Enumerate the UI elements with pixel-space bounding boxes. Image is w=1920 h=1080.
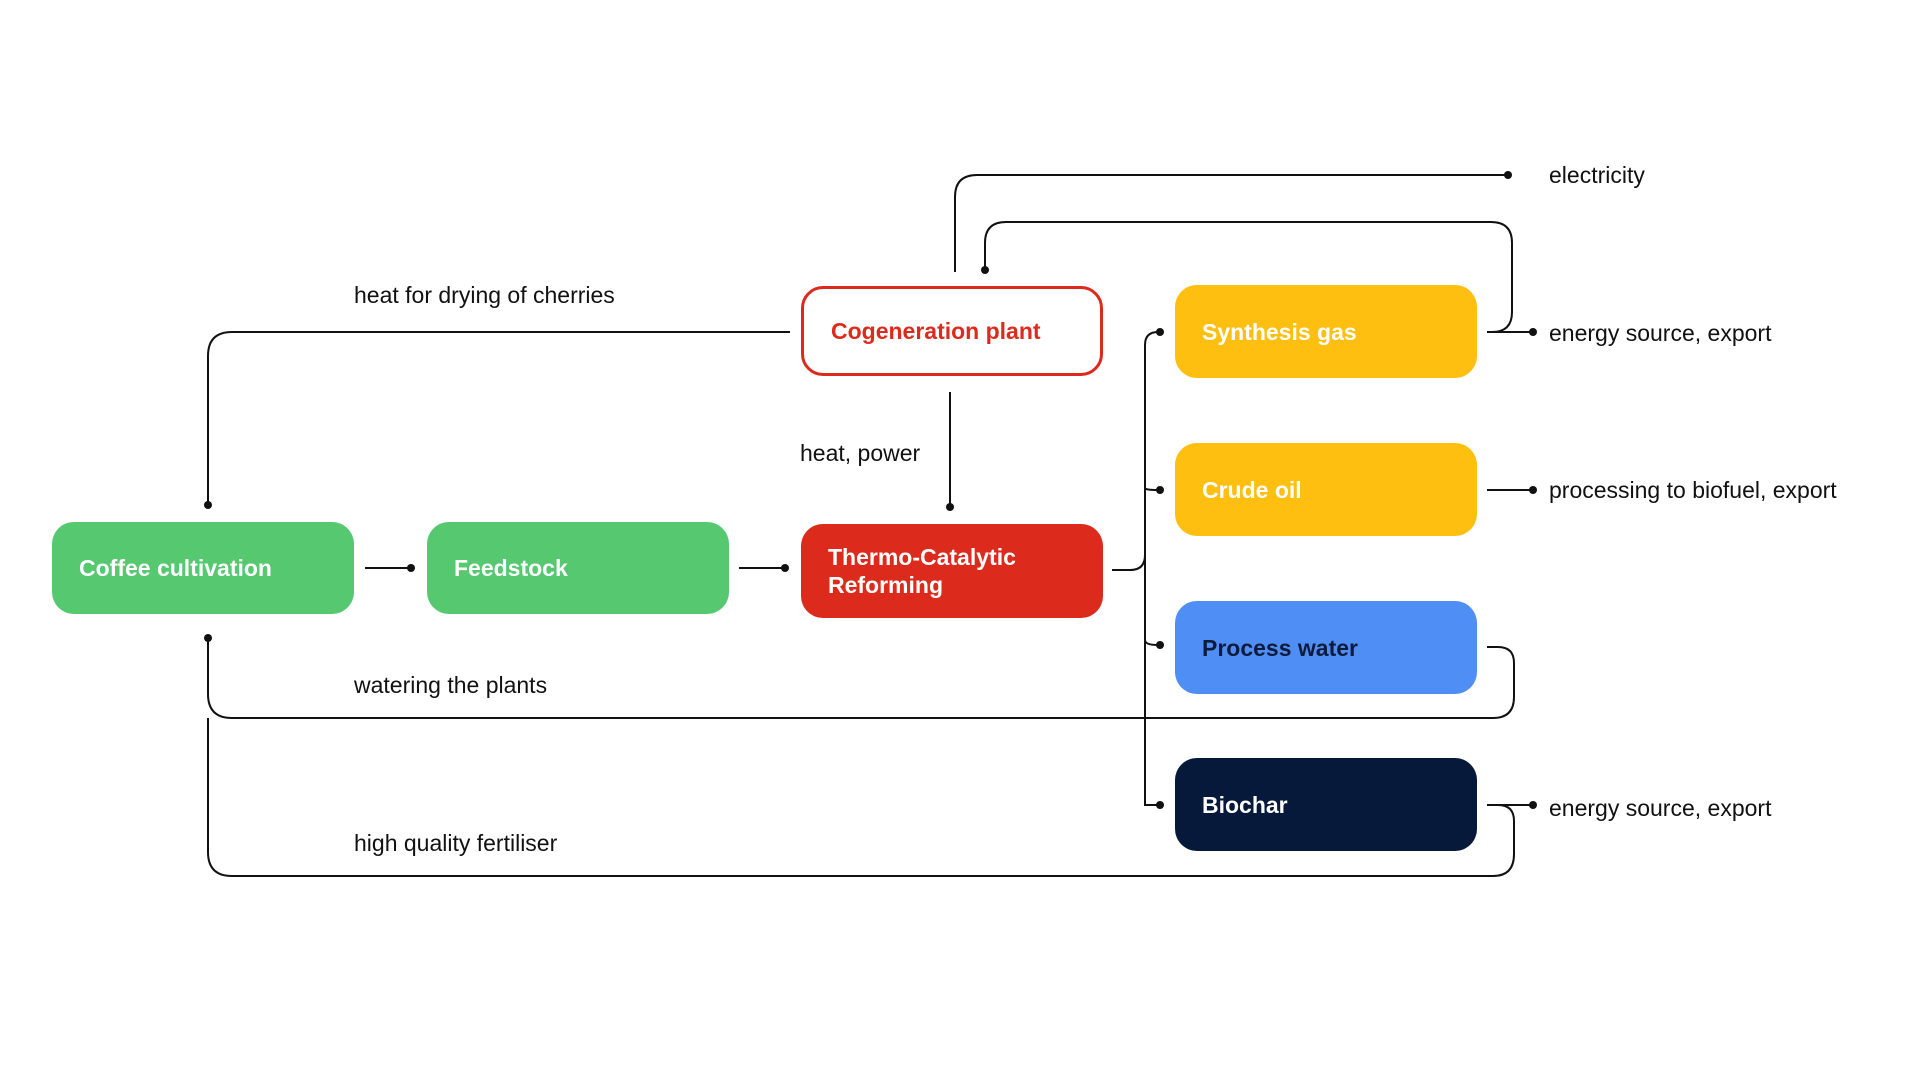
heat-power-label: heat, power xyxy=(800,440,921,466)
dot-water-in xyxy=(1156,641,1164,649)
biochar-output-label: energy source, export xyxy=(1549,795,1772,821)
cogeneration-plant-label: Cogeneration plant xyxy=(831,318,1041,344)
feedstock-label: Feedstock xyxy=(454,555,568,581)
biochar-node: Biochar xyxy=(1175,758,1477,851)
dot-oil-in xyxy=(1156,486,1164,494)
dot-syngas-out xyxy=(1529,328,1537,336)
crude-oil-node: Crude oil xyxy=(1175,443,1477,536)
dot-cogeneration-top xyxy=(981,266,989,274)
dot-electricity xyxy=(1504,171,1512,179)
connector-fertiliser xyxy=(207,718,1515,877)
connector-tcr-products xyxy=(1112,331,1159,806)
coffee-cultivation-label: Coffee cultivation xyxy=(79,555,272,581)
dot-coffee-top xyxy=(204,501,212,509)
crude-oil-output-label: processing to biofuel, export xyxy=(1549,477,1837,503)
thermo-catalytic-reforming-label: Thermo-Catalytic Reforming xyxy=(828,544,1016,598)
heat-drying-label: heat for drying of cherries xyxy=(354,282,615,308)
dot-tcr-top xyxy=(946,503,954,511)
cogeneration-plant-node: Cogeneration plant xyxy=(801,286,1103,376)
biochar-label: Biochar xyxy=(1202,791,1288,818)
connector-heat-drying xyxy=(207,331,790,505)
feedstock-node: Feedstock xyxy=(427,522,729,614)
dot-syngas-in xyxy=(1156,328,1164,336)
process-water-node: Process water xyxy=(1175,601,1477,694)
dot-biochar-out xyxy=(1529,801,1537,809)
syngas-output-label: energy source, export xyxy=(1549,320,1772,346)
dot-tcr-in xyxy=(781,564,789,572)
connector-electricity xyxy=(954,174,1508,272)
connector-watering xyxy=(207,638,1515,719)
coffee-cultivation-node: Coffee cultivation xyxy=(52,522,354,614)
process-water-label: Process water xyxy=(1202,634,1358,661)
watering-label: watering the plants xyxy=(354,672,548,698)
crude-oil-label: Crude oil xyxy=(1202,476,1302,503)
dot-biochar-in xyxy=(1156,801,1164,809)
thermo-catalytic-reforming-node: Thermo-Catalytic Reforming xyxy=(801,524,1103,618)
dot-feedstock-in xyxy=(407,564,415,572)
dot-oil-out xyxy=(1529,486,1537,494)
fertiliser-label: high quality fertiliser xyxy=(354,830,558,856)
connector-syngas-cogeneration xyxy=(984,221,1513,333)
synthesis-gas-node: Synthesis gas xyxy=(1175,285,1477,378)
electricity-label: electricity xyxy=(1549,162,1645,188)
synthesis-gas-label: Synthesis gas xyxy=(1202,318,1357,345)
dot-coffee-bottom xyxy=(204,634,212,642)
